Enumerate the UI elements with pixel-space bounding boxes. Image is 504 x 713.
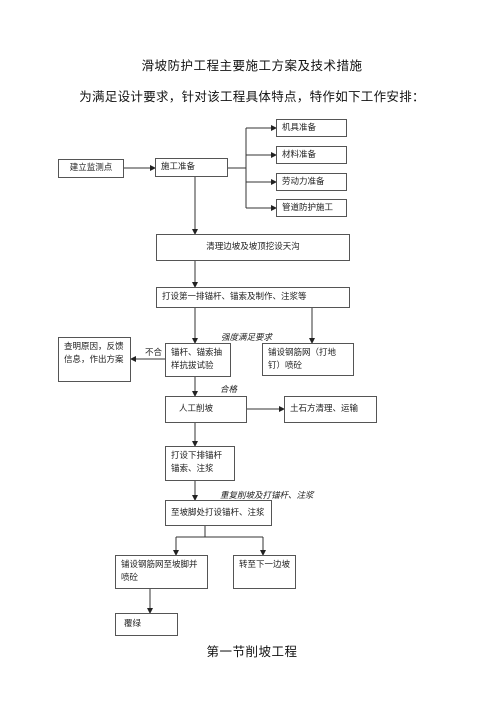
node-material: 材料准备 [276, 146, 347, 164]
intro-paragraph: 为满足设计要求，针对该工程具体特点，特作如下工作安排： [79, 89, 425, 104]
node-nextrow: 打设下排锚杆锚索、注浆 [165, 446, 235, 481]
node-mesh1: 铺设钢筋网（打地钉）喷砼 [262, 343, 354, 376]
node-monitor: 建立监测点 [58, 159, 124, 178]
node-labor: 劳动力准备 [276, 173, 347, 191]
node-machine: 机具准备 [276, 119, 347, 137]
label-repeat: 重复削坡及打锚杆、注浆 [220, 491, 314, 501]
node-clear: 清理边坡及坡顶挖设天沟 [156, 234, 350, 261]
node-green: 覆绿 [115, 613, 178, 636]
section-heading: 第一节削坡工程 [206, 644, 298, 659]
node-toe: 至坡脚处打设锚杆、注浆 [165, 500, 272, 526]
node-cut: 人工削坡 [165, 396, 247, 423]
label-strength: 强度满足要求 [221, 333, 273, 343]
node-prep: 施工准备 [155, 158, 228, 177]
node-mesh2: 铺设钢筋网至坡脚并喷砼 [115, 555, 208, 589]
node-pulltest: 锚杆、锚索抽样抗拔试验 [165, 343, 231, 377]
node-earth: 土石方清理、运输 [284, 396, 377, 423]
node-nextside: 转至下一边坡 [233, 555, 296, 589]
node-firstrow: 打设第一排锚杆、锚索及制作、注浆等 [156, 287, 350, 308]
node-pipe: 管道防护施工 [276, 199, 347, 217]
document-title: 滑坡防护工程主要施工方案及技术措施 [141, 58, 363, 73]
label-fail: 不合 [145, 348, 163, 358]
label-pass: 合格 [220, 385, 238, 395]
node-investigate: 查明原因，反馈信息，作出方案 [58, 337, 131, 382]
